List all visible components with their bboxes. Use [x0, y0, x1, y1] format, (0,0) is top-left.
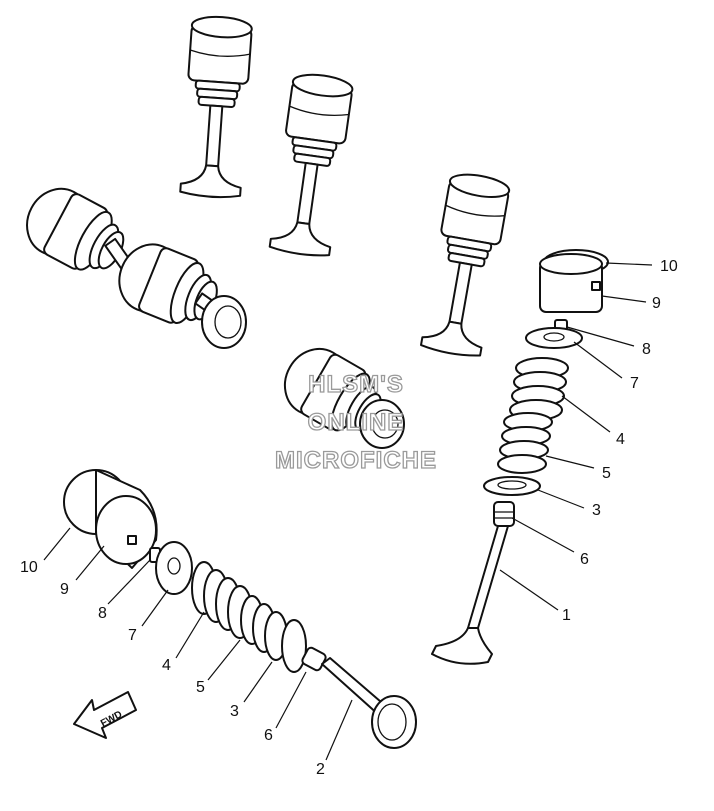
callout-left-5: 5 — [196, 679, 205, 696]
callout-left-4: 4 — [162, 657, 171, 674]
valve-lifter-left — [95, 469, 158, 569]
watermark-line-3: MICROFICHE — [275, 447, 437, 474]
callout-right-5: 5 — [602, 465, 611, 482]
valve-assembly-upper-3 — [419, 169, 512, 360]
spring-seat-right — [483, 476, 541, 496]
valve-lifter-right — [539, 253, 603, 313]
valve-assembly-left-2 — [108, 234, 247, 349]
watermark-line-2: ONLINE — [308, 409, 405, 436]
outer-spring-right — [509, 357, 569, 421]
callout-right-6: 6 — [580, 551, 589, 568]
spring-seat-left — [281, 619, 307, 673]
callout-left-6: 6 — [264, 727, 273, 744]
spring-retainer-right — [525, 327, 583, 349]
callout-left-7: 7 — [128, 627, 137, 644]
callout-left-3: 3 — [230, 703, 239, 720]
callout-right-7: 7 — [630, 375, 639, 392]
callout-right-4: 4 — [616, 431, 625, 448]
callout-left-8: 8 — [98, 605, 107, 622]
spring-retainer-left — [155, 541, 193, 595]
valve-assembly-upper-2 — [268, 70, 355, 260]
callout-right-1: 1 — [562, 607, 571, 624]
callout-left-9: 9 — [60, 581, 69, 598]
valve-assembly-upper-1 — [179, 14, 254, 200]
exhaust-valve — [321, 657, 417, 749]
callout-left-2: 2 — [316, 761, 325, 778]
watermark-line-1: HLSM'S — [308, 371, 404, 398]
valve-assembly-center — [272, 336, 405, 449]
watermark: HLSM'S ONLINE MICROFICHE — [274, 370, 437, 474]
intake-valve — [431, 525, 509, 665]
callout-right-8: 8 — [642, 341, 651, 358]
inner-spring-left — [240, 595, 288, 661]
forward-direction-arrow: FWD — [73, 691, 137, 739]
inner-spring-right — [497, 412, 553, 474]
callout-right-9: 9 — [652, 295, 661, 312]
exploded-stack-right — [431, 249, 609, 665]
exploded-stack-left — [63, 469, 417, 749]
leader-lines — [43, 262, 653, 761]
callout-right-3: 3 — [592, 502, 601, 519]
callout-right-10: 10 — [660, 258, 678, 275]
oil-seal-right — [493, 501, 515, 527]
callout-left-10: 10 — [20, 559, 38, 576]
